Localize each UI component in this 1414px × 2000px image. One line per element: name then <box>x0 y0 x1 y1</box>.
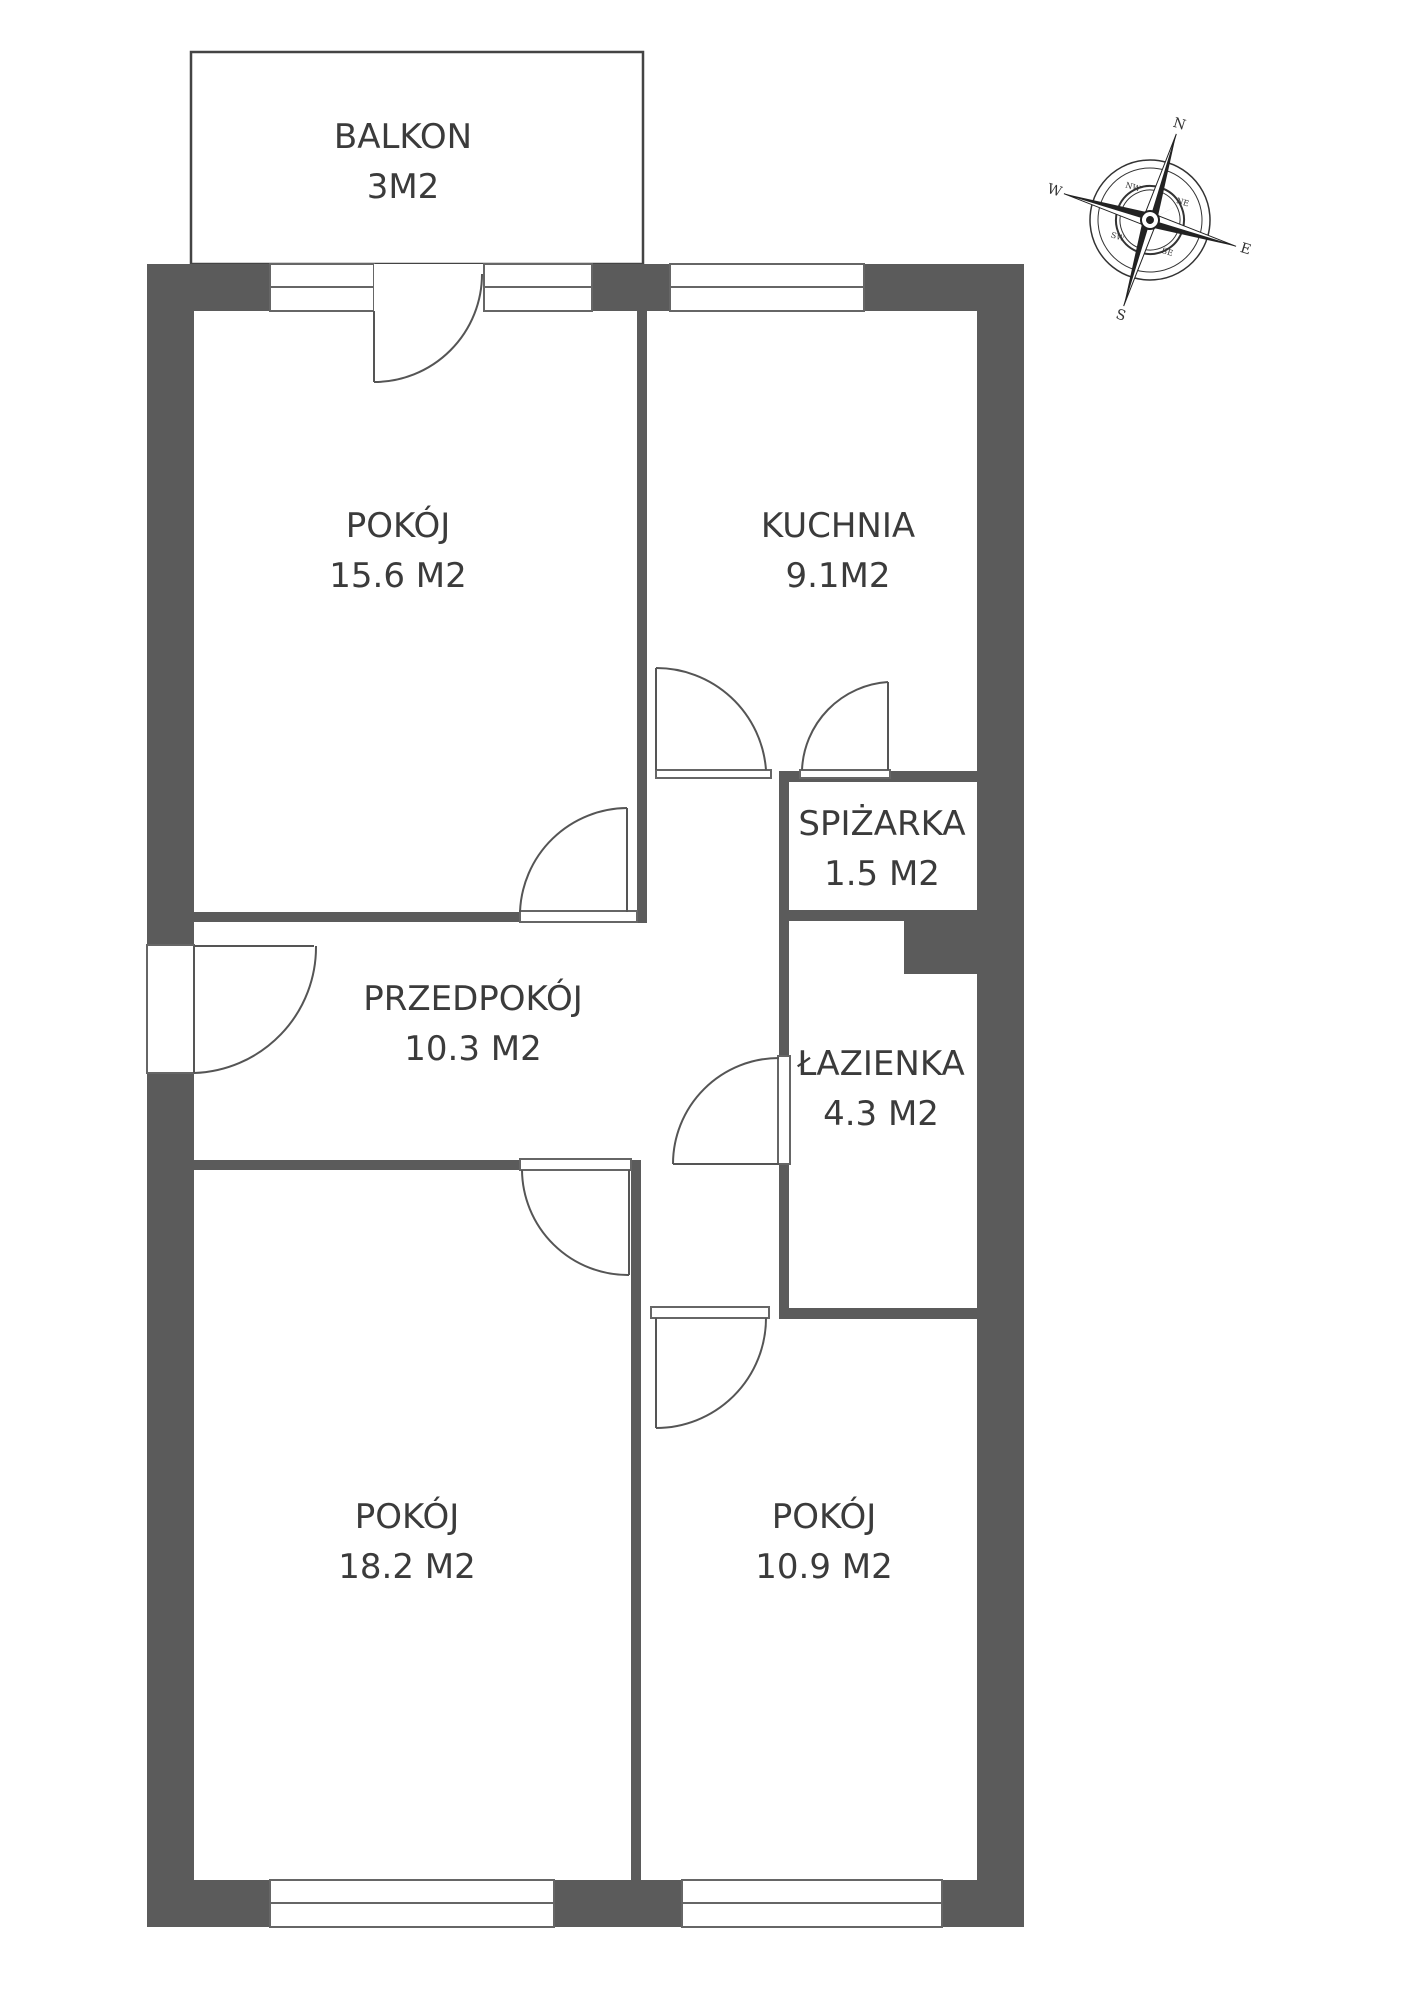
door-pokoj1 <box>519 807 628 913</box>
room-area-pokoj-2: 18.2 M2 <box>338 1547 475 1587</box>
door-lazienka <box>672 1057 780 1165</box>
door-kuchnia-left <box>655 666 767 771</box>
room-name-spizarka: SPIŻARKA <box>798 804 965 844</box>
room-name-pokoj-3: POKÓJ <box>772 1496 877 1537</box>
wall-spizarka-lazienka <box>779 910 977 921</box>
room-area-balkon: 3M2 <box>367 167 440 207</box>
room-name-kuchnia: KUCHNIA <box>761 506 915 546</box>
room-name-pokoj-1: POKÓJ <box>346 505 451 546</box>
opening-kuchnia-right <box>799 769 891 779</box>
door-entrance <box>193 945 318 1074</box>
compass-w: W <box>1045 181 1064 201</box>
wall-lazienka-pokoj3 <box>779 1308 977 1319</box>
windows <box>146 263 943 1928</box>
compass-se: SE <box>1161 246 1175 258</box>
wall-hall-lazienka <box>779 776 789 1311</box>
opening-kuchnia-left <box>655 769 772 779</box>
room-name-balkon: BALKON <box>334 117 472 157</box>
room-area-przedpokoj: 10.3 M2 <box>404 1029 541 1069</box>
compass-e: E <box>1238 240 1252 258</box>
wall-left <box>147 264 194 1927</box>
balcony-door-opening <box>374 264 484 311</box>
opening-pokoj1 <box>519 910 638 923</box>
wall-pokoj1-hall <box>194 912 520 922</box>
compass-s: S <box>1114 307 1128 325</box>
room-area-pokoj-3: 10.9 M2 <box>755 1547 892 1587</box>
wall-pokoj2-pokoj3 <box>631 1160 641 1880</box>
room-name-pokoj-2: POKÓJ <box>355 1496 460 1537</box>
compass-nw: NW <box>1124 181 1142 194</box>
room-area-spizarka: 1.5 M2 <box>824 854 940 894</box>
room-name-przedpokoj: PRZEDPOKÓJ <box>363 978 583 1019</box>
compass-n: N <box>1171 115 1187 134</box>
opening-pokoj2 <box>519 1158 632 1171</box>
bathroom-shaft <box>904 921 977 974</box>
room-area-pokoj-1: 15.6 M2 <box>329 556 466 596</box>
door-openings <box>519 769 891 1319</box>
door-pokoj2 <box>521 1169 630 1277</box>
compass-sw: SW <box>1110 230 1126 243</box>
door-swings <box>193 273 889 1429</box>
room-labels: BALKON 3M2 POKÓJ 15.6 M2 KUCHNIA 9.1M2 S… <box>329 117 965 1587</box>
wall-pokoj2-hall <box>194 1160 520 1170</box>
door-balcony <box>373 273 483 383</box>
balcony-outline <box>189 50 645 266</box>
door-pokoj3 <box>655 1317 767 1429</box>
compass-rose-icon: N E S W NE SE SW NW <box>1045 115 1253 325</box>
room-name-lazienka: ŁAZIENKA <box>796 1044 965 1084</box>
wall-pokoj1-kuchnia <box>637 311 647 923</box>
compass-ne: NE <box>1175 196 1190 208</box>
room-area-lazienka: 4.3 M2 <box>823 1094 939 1134</box>
wall-right <box>977 264 1024 1927</box>
opening-pokoj3 <box>650 1306 770 1319</box>
door-spizarka <box>801 681 889 771</box>
room-area-kuchnia: 9.1M2 <box>785 556 890 596</box>
entrance-door-opening <box>146 944 195 1074</box>
opening-lazienka <box>777 1055 791 1165</box>
